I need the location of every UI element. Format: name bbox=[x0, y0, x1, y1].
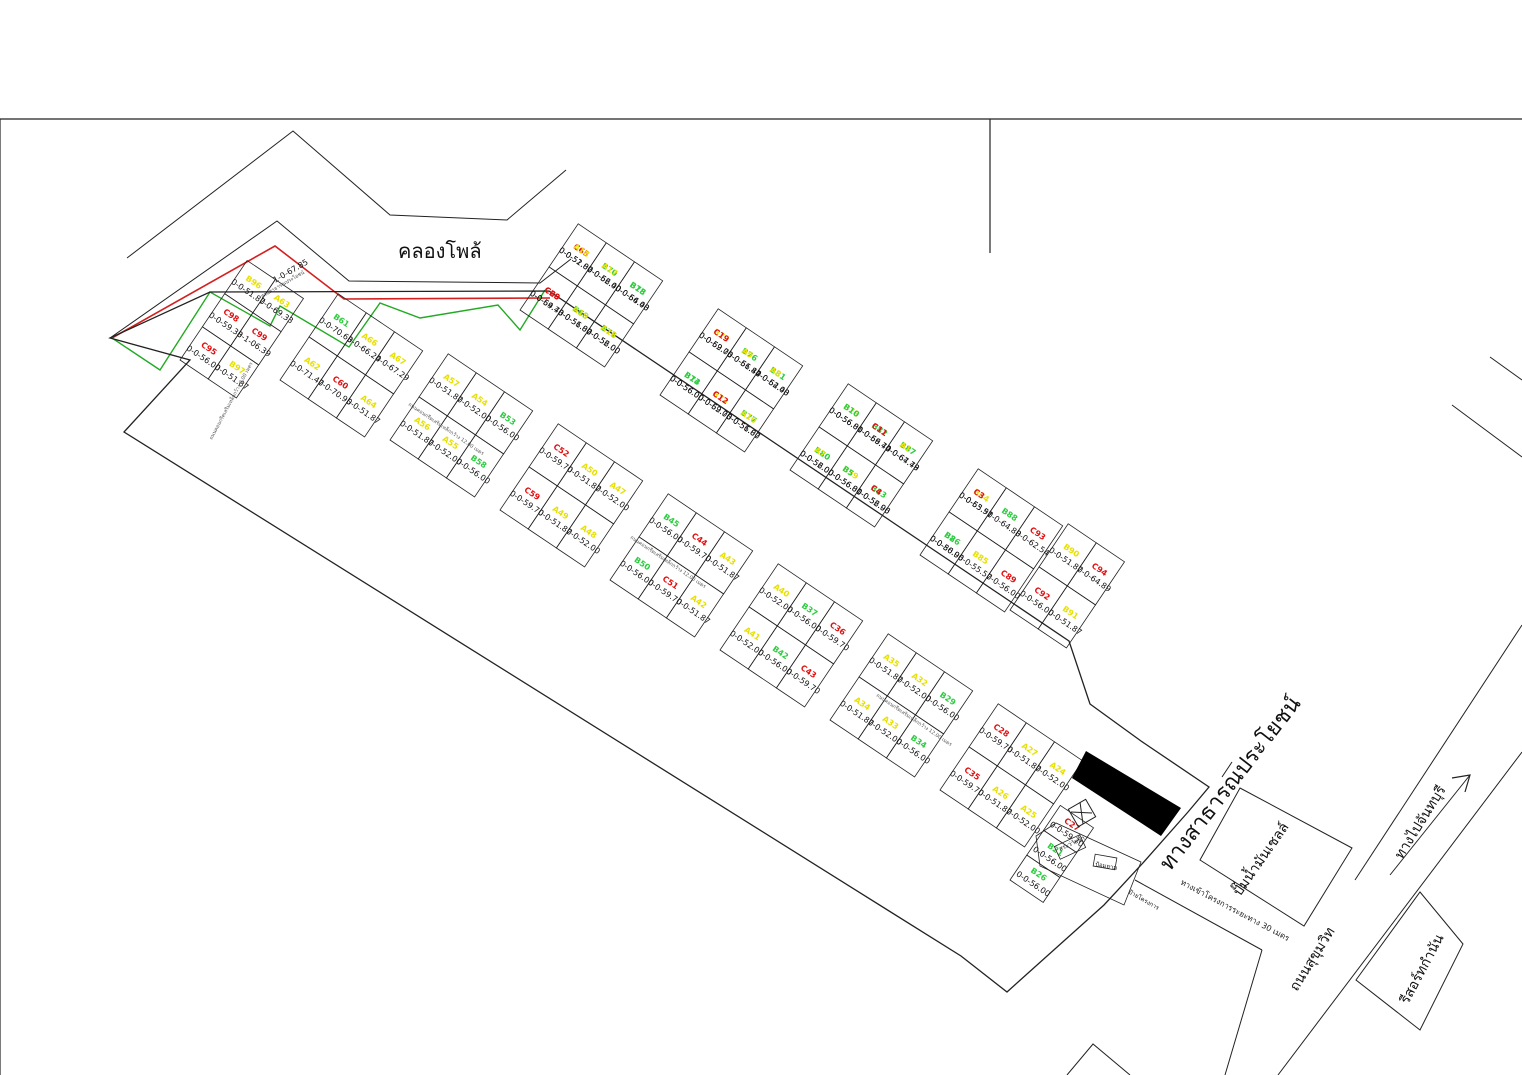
reserved-black-area bbox=[1072, 751, 1181, 836]
lot-parcel bbox=[474, 391, 534, 455]
lot-label[interactable]: A80-0-52.00 bbox=[754, 360, 797, 398]
cross-box-marker bbox=[1067, 798, 1097, 828]
lot-parcel bbox=[914, 671, 974, 735]
canal-label: คลองโพล้ bbox=[398, 239, 482, 263]
sheet-frame bbox=[0, 118, 1522, 1075]
lot-parcel bbox=[604, 261, 664, 325]
entrance-facilities bbox=[1035, 822, 1142, 906]
bottom-partial-box bbox=[1066, 1043, 1131, 1075]
lot-parcel bbox=[364, 331, 424, 395]
lot-parcel bbox=[1004, 506, 1064, 570]
public-way-label: ทางสาธารณประโยชน์ bbox=[1154, 691, 1306, 876]
canal-outline bbox=[109, 130, 572, 339]
lot-labels: C690-0-64.43C650-0-52.00B680-0-56.00B700… bbox=[185, 242, 1118, 899]
sukhumvit-road-label: ถนนสุขุมวิท bbox=[1287, 925, 1339, 995]
lot-parcel bbox=[804, 601, 864, 665]
resort-box: รีสอร์ทกำนัน bbox=[1355, 891, 1464, 1031]
lot-blocks bbox=[179, 223, 1126, 903]
lot-parcel bbox=[252, 278, 305, 333]
arrow-icon bbox=[1451, 774, 1471, 793]
lot-parcel bbox=[1066, 542, 1126, 606]
lot-label[interactable]: A10-0-67.79 bbox=[884, 435, 927, 473]
to-chanthaburi-label: ทางไปจันทบุรี bbox=[1391, 782, 1450, 862]
road-lines bbox=[1134, 356, 1522, 1075]
gas-station-label: ปั๊มน้ำมันเชลล์ bbox=[1228, 818, 1293, 899]
lot-parcel bbox=[584, 461, 644, 525]
lot-label[interactable]: C40-0-52.96 bbox=[854, 478, 897, 516]
lot-parcel bbox=[694, 531, 754, 595]
to-chanthaburi-direction: ทางไปจันทบุรี bbox=[1389, 774, 1471, 876]
lot-parcel bbox=[1043, 804, 1095, 854]
subdivision-boundary bbox=[108, 290, 1210, 993]
resort-label: รีสอร์ทกำนัน bbox=[1396, 931, 1447, 1008]
lot-parcel bbox=[874, 421, 934, 485]
lot-parcel bbox=[744, 346, 804, 410]
guard-house-label: ป้อมยาม bbox=[1095, 861, 1118, 872]
